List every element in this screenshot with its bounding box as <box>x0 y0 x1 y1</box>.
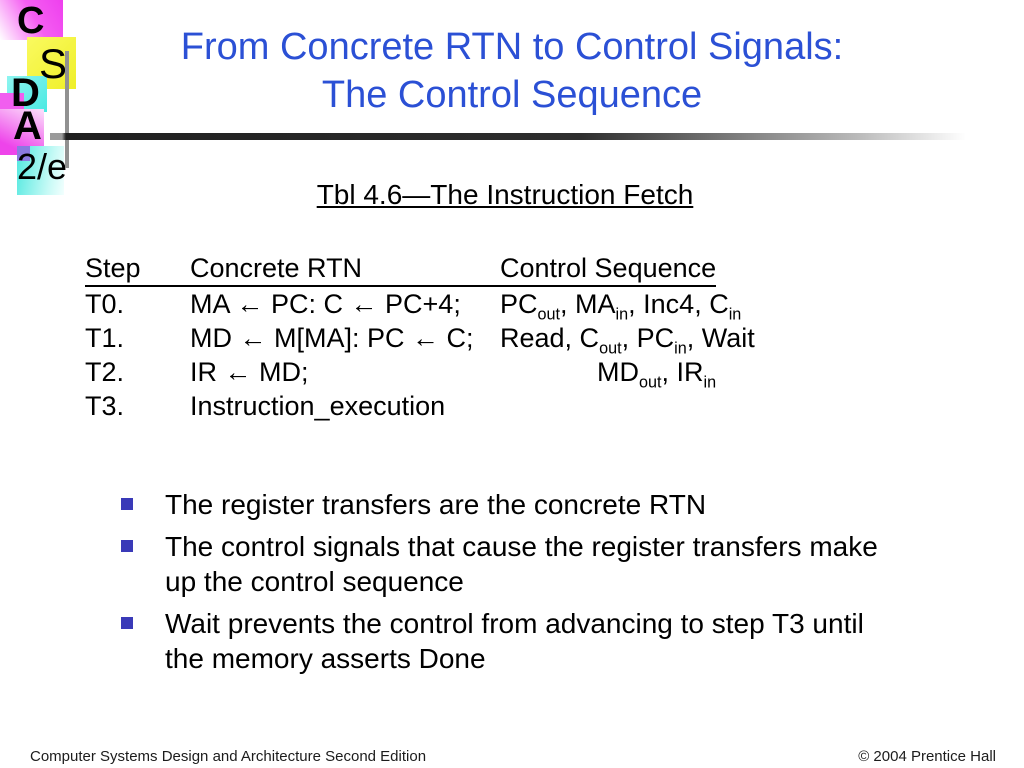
instruction-fetch-table: Step Concrete RTN Control Sequence T0. M… <box>85 252 755 423</box>
step-cell: T2. <box>85 357 125 387</box>
table-row: T0. MA ← PC: C ← PC+4; PCout, MAin, Inc4… <box>85 287 755 324</box>
vertical-rule <box>65 51 69 168</box>
table-row: T2. IR ← MD; MDout, IRin <box>85 355 755 392</box>
slide-title: From Concrete RTN to Control Signals: Th… <box>0 23 1024 119</box>
bullet-text: Wait prevents the control from advancing… <box>165 608 864 674</box>
slide-title-line1: From Concrete RTN to Control Signals: <box>180 26 844 68</box>
logo-block-purple-fragment <box>17 146 30 161</box>
rtn-cell: IR ← MD; <box>190 357 309 387</box>
bullet-square-icon <box>121 498 133 510</box>
control-cell: PCout, MAin, Inc4, Cin <box>500 289 742 324</box>
table-row: T1. MD ← M[MA]: PC ← C; Read, Cout, PCin… <box>85 321 755 358</box>
logo-letter-d: D <box>11 71 40 115</box>
logo-letter-a: A <box>13 104 42 148</box>
footer-copyright: © 2004 Prentice Hall <box>858 748 996 765</box>
step-cell: T0. <box>85 289 125 319</box>
rtn-cell: MA ← PC: C ← PC+4; <box>190 289 461 319</box>
column-header-rtn: Concrete RTN <box>190 253 363 283</box>
logo-edition-label: 2/e <box>17 146 68 187</box>
slide-title-line2: The Control Sequence <box>321 74 703 116</box>
list-item: The control signals that cause the regis… <box>121 529 921 599</box>
logo-letter-c: C <box>17 0 45 42</box>
logo-block-magenta-c <box>0 0 63 40</box>
list-item: The register transfers are the concrete … <box>121 487 921 522</box>
control-cell: Read, Cout, PCin, Wait <box>500 323 755 358</box>
slide-footer: Computer Systems Design and Architecture… <box>30 748 996 765</box>
bullet-square-icon <box>121 617 133 629</box>
table-caption: Tbl 4.6—The Instruction Fetch <box>316 179 694 210</box>
column-header-control: Control Sequence <box>500 253 717 283</box>
bullet-list: The register transfers are the concrete … <box>121 487 921 683</box>
table-row: T3. Instruction_execution <box>85 389 755 423</box>
footer-book-title: Computer Systems Design and Architecture… <box>30 748 427 765</box>
step-cell: T1. <box>85 323 125 353</box>
bullet-text: The control signals that cause the regis… <box>165 531 878 597</box>
logo-letter-s: S <box>39 40 68 87</box>
column-header-step: Step <box>85 253 141 283</box>
bullet-square-icon <box>121 540 133 552</box>
control-cell: MDout, IRin <box>597 357 717 392</box>
list-item: Wait prevents the control from advancing… <box>121 606 921 676</box>
control-cell <box>500 389 755 423</box>
rtn-cell: Instruction_execution <box>190 391 446 421</box>
bullet-text: The register transfers are the concrete … <box>165 489 707 520</box>
step-cell: T3. <box>85 391 125 421</box>
rtn-cell: MD ← M[MA]: PC ← C; <box>190 323 474 353</box>
book-logo: C S D A 2/e <box>0 0 90 200</box>
table-header-row: Step Concrete RTN Control Sequence <box>85 252 717 287</box>
title-divider-rule <box>50 133 966 140</box>
